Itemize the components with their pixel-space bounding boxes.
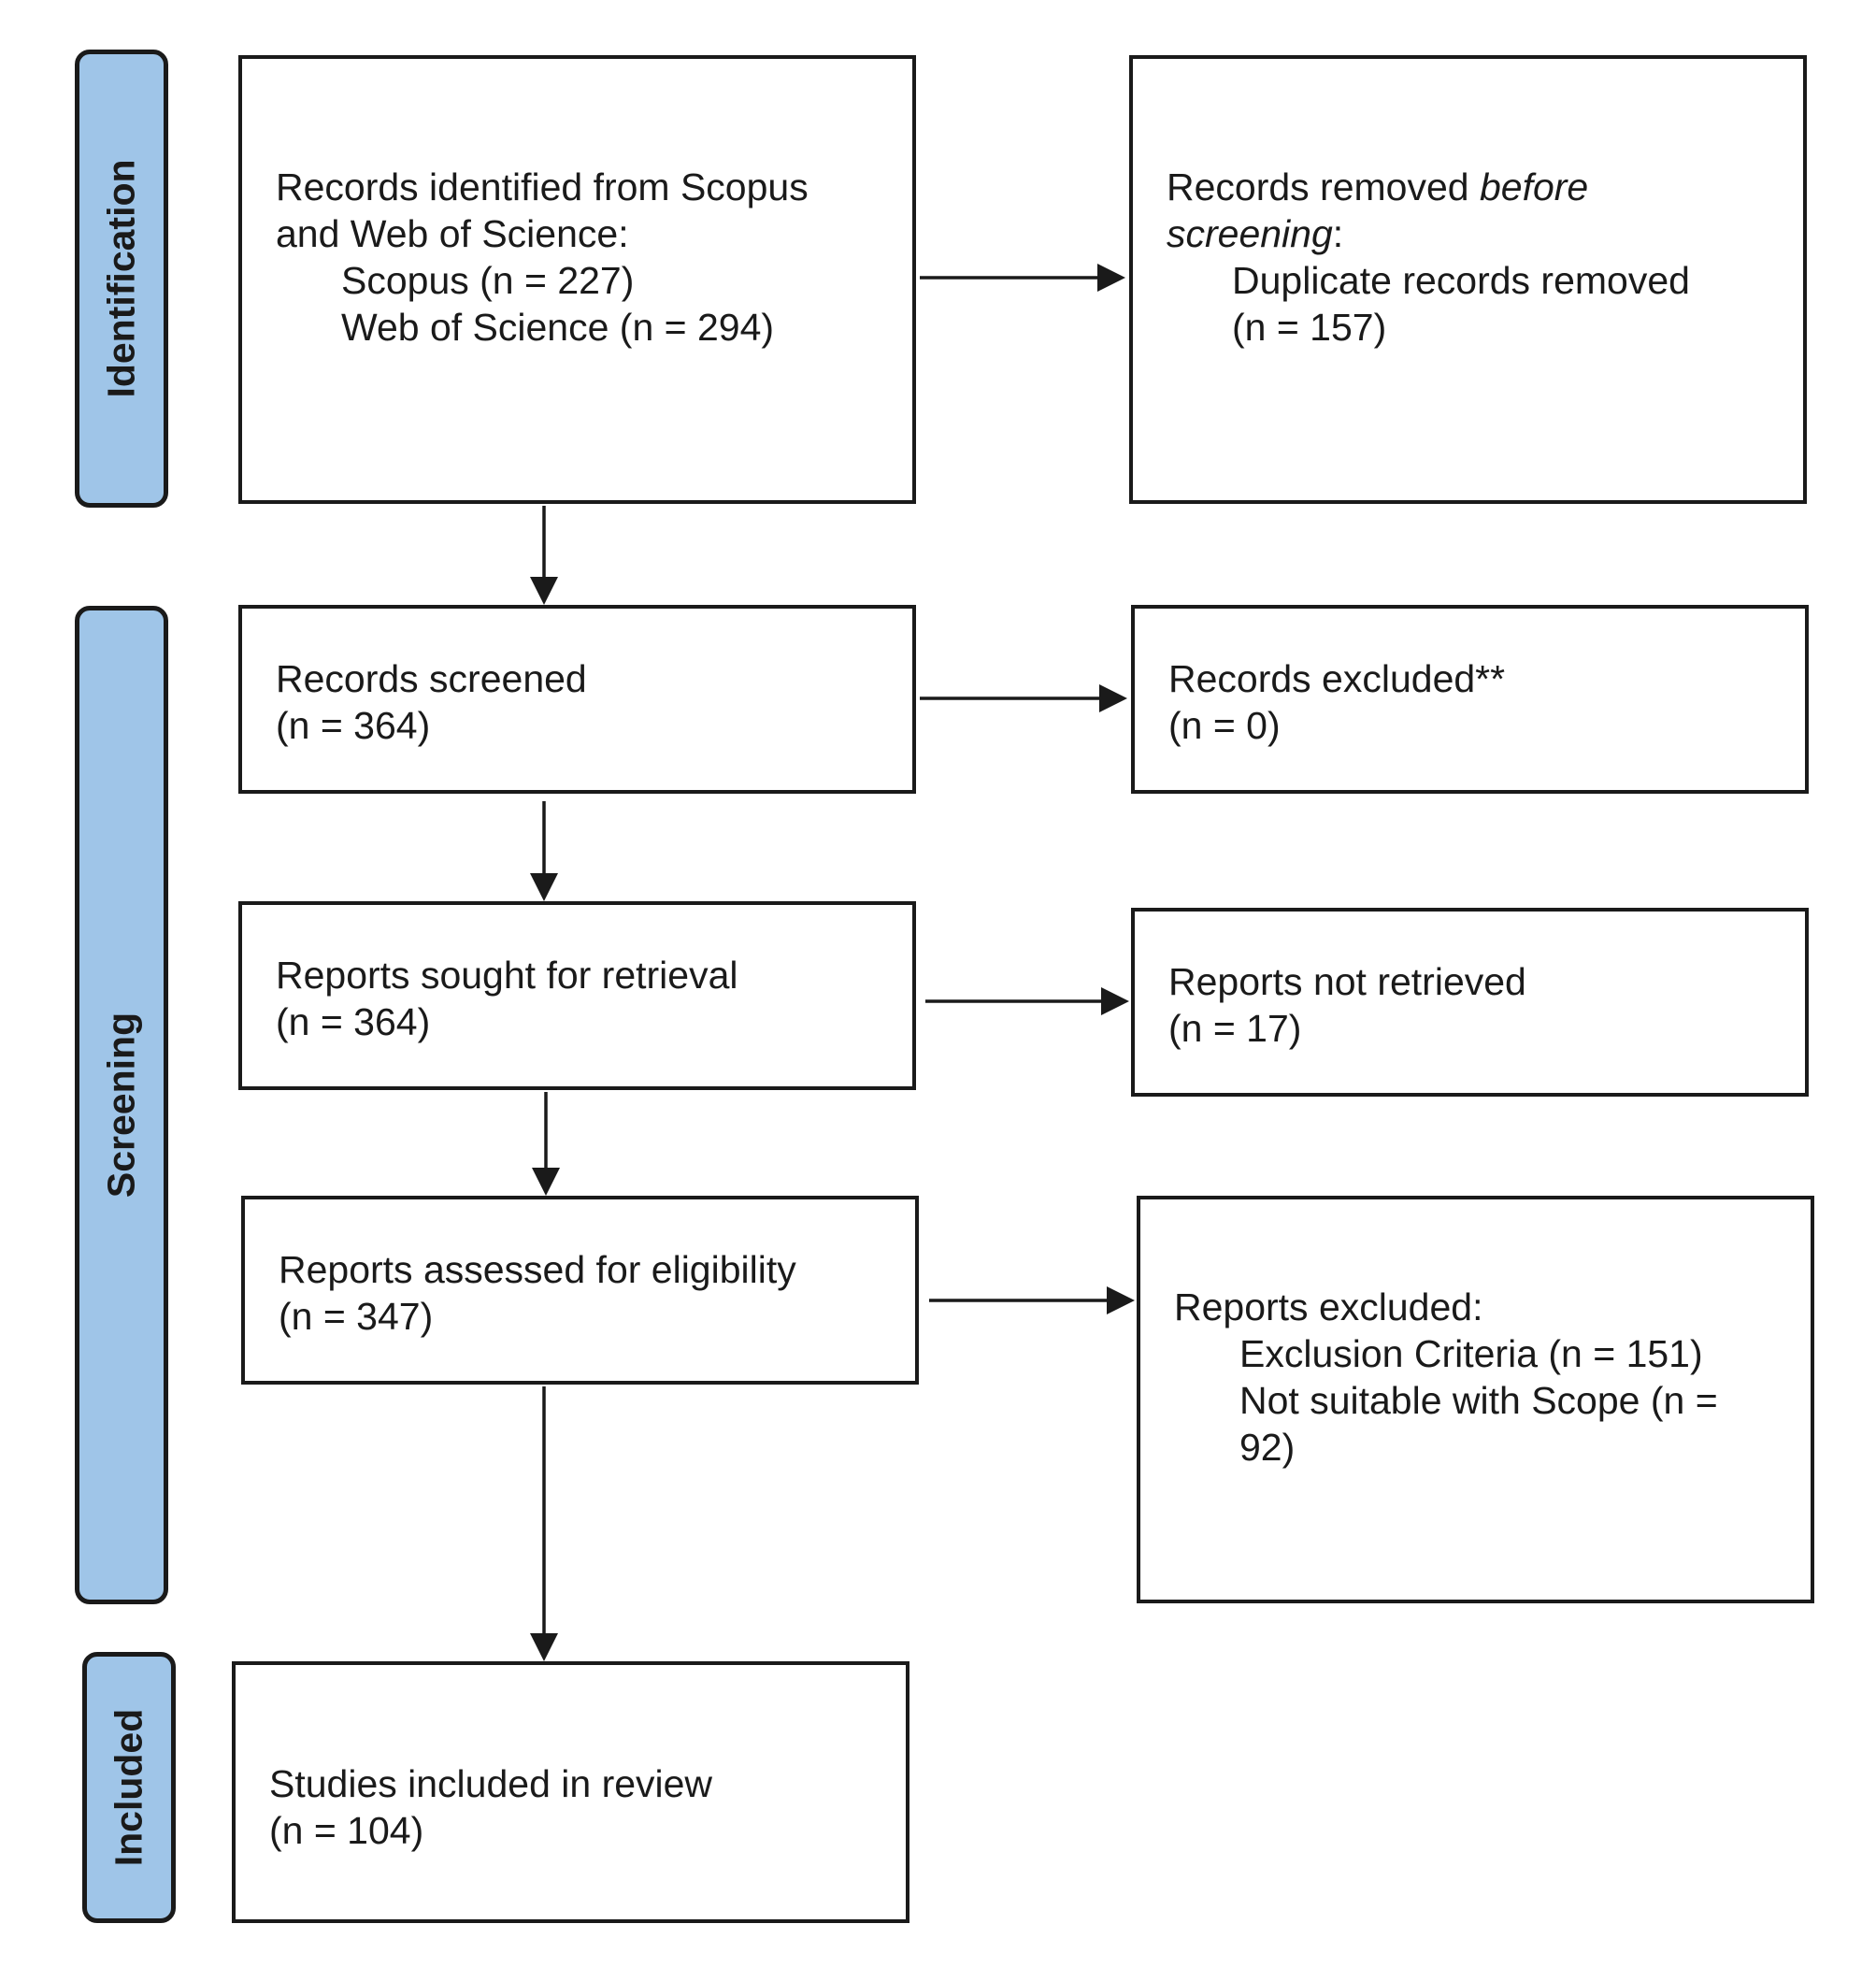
reports-not-retrieved-box: Reports not retrieved (n = 17)	[1131, 908, 1809, 1097]
records-removed-title-suffix: :	[1332, 212, 1344, 255]
records-screened-box: Records screened (n = 364)	[238, 605, 916, 794]
reports-not-retrieved-label: Reports not retrieved	[1168, 960, 1526, 1003]
stage-identification: Identification	[75, 50, 168, 508]
wos-count: Web of Science (n = 294)	[341, 306, 775, 349]
records-screened-count: (n = 364)	[276, 704, 431, 747]
reports-assessed-label: Reports assessed for eligibility	[279, 1248, 796, 1291]
reports-sought-count: (n = 364)	[276, 1000, 431, 1043]
studies-included-label: Studies included in review	[269, 1762, 713, 1805]
scopus-count: Scopus (n = 227)	[341, 259, 635, 302]
reports-sought-label: Reports sought for retrieval	[276, 954, 738, 997]
reports-excluded-box: Reports excluded: Exclusion Criteria (n …	[1137, 1196, 1814, 1603]
exclusion-criteria-count: Exclusion Criteria (n = 151)	[1239, 1332, 1703, 1375]
reports-assessed-count: (n = 347)	[279, 1295, 434, 1338]
records-excluded-label: Records excluded**	[1168, 657, 1506, 700]
duplicates-count: (n = 157)	[1232, 306, 1387, 349]
stage-screening: Screening	[75, 606, 168, 1604]
duplicates-label: Duplicate records removed	[1232, 259, 1690, 302]
studies-included-count: (n = 104)	[269, 1809, 424, 1852]
records-removed-box: Records removed before screening: Duplic…	[1129, 55, 1807, 504]
records-screened-label: Records screened	[276, 657, 587, 700]
studies-included-box: Studies included in review (n = 104)	[232, 1661, 909, 1923]
records-excluded-count: (n = 0)	[1168, 704, 1281, 747]
stage-included: Included	[82, 1652, 176, 1923]
records-removed-title-italic: before screening	[1167, 165, 1589, 255]
reports-not-retrieved-count: (n = 17)	[1168, 1007, 1302, 1050]
records-identified-title: Records identified from Scopus and Web o…	[276, 165, 809, 255]
reports-sought-box: Reports sought for retrieval (n = 364)	[238, 901, 916, 1090]
records-excluded-box: Records excluded** (n = 0)	[1131, 605, 1809, 794]
records-identified-box: Records identified from Scopus and Web o…	[238, 55, 916, 504]
not-suitable-scope-count: Not suitable with Scope (n = 92)	[1239, 1379, 1718, 1469]
reports-assessed-box: Reports assessed for eligibility (n = 34…	[241, 1196, 919, 1385]
records-removed-title-prefix: Records removed	[1167, 165, 1480, 208]
reports-excluded-title: Reports excluded:	[1174, 1285, 1483, 1328]
records-removed-title: Records removed before screening:	[1167, 164, 1690, 257]
